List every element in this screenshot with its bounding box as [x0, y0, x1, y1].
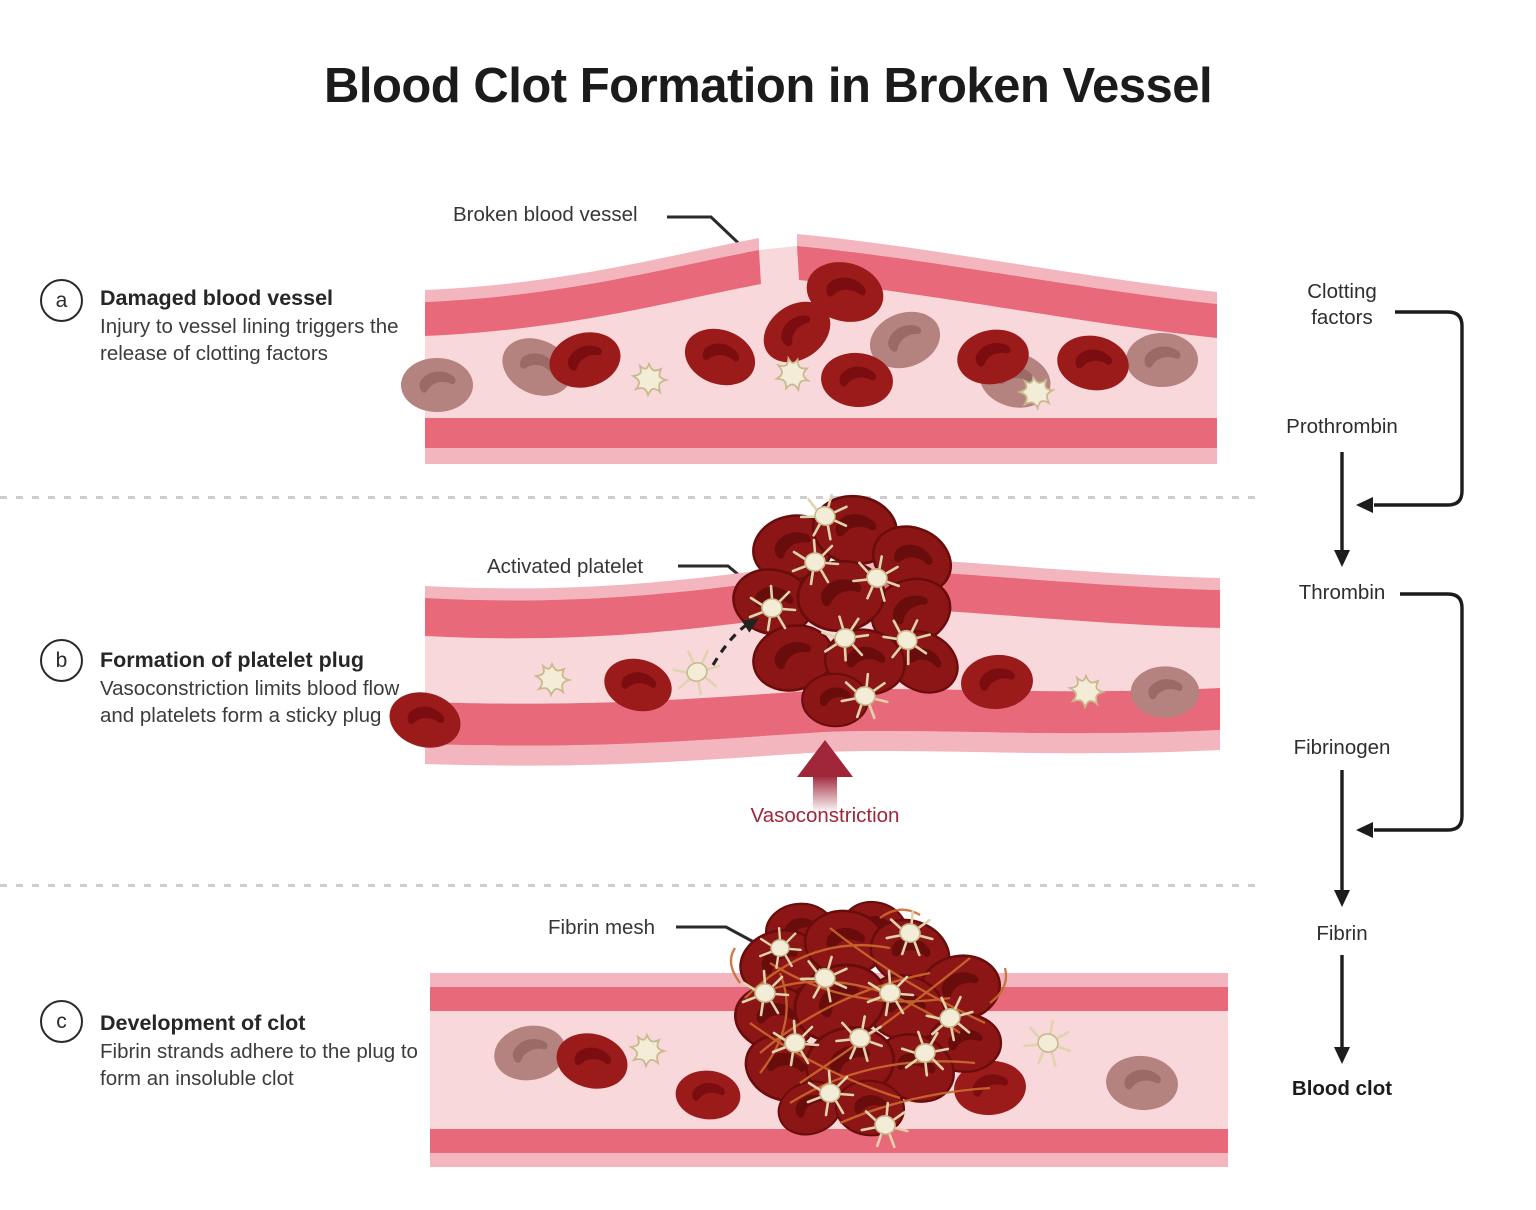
blood-cells — [383, 642, 1200, 756]
vessel-wall-bottom — [425, 688, 1220, 746]
step-marker-a: a — [40, 279, 83, 322]
platelet-path-arrow — [711, 618, 759, 666]
page-title: Blood Clot Formation in Broken Vessel — [323, 59, 1213, 113]
vasoconstriction-arrow — [797, 740, 853, 813]
vessel-lumen — [425, 610, 1220, 704]
arrowhead — [1334, 550, 1350, 567]
vessel-wall-broken-right — [797, 246, 1217, 338]
vessel-illustration-c — [430, 893, 1228, 1167]
fibrin-mesh-pointer — [676, 925, 792, 965]
section-divider-2 — [0, 884, 1256, 887]
vessel-outer-edge — [430, 1153, 1228, 1167]
activated-platelet-label: Activated platelet — [487, 555, 644, 578]
step-letter-c: c — [56, 1009, 67, 1033]
fibrin-mesh-label: Fibrin mesh — [548, 916, 656, 939]
cascade-node-clotting-factors: Clotting factors — [1307, 280, 1377, 329]
vessel-illustration-a — [401, 234, 1217, 464]
clotting-factors-arrow — [1374, 310, 1464, 507]
platelets — [632, 353, 1057, 412]
cascade-node-blood-clot: Blood clot — [1291, 1077, 1393, 1100]
vessel-lumen — [425, 246, 1217, 418]
step-heading-b: Formation of platelet plug — [100, 648, 364, 672]
vessel-outer-edge — [430, 973, 1228, 987]
vessel-wall-top — [425, 572, 1220, 639]
step-heading-a: Damaged blood vessel — [100, 286, 333, 310]
cascade-node-prothrombin: Prothrombin — [1286, 415, 1398, 438]
section-divider-1 — [0, 496, 1256, 499]
thrombin-arrow — [1374, 592, 1464, 832]
cascade-node-fibrinogen: Fibrinogen — [1293, 736, 1391, 759]
broken-vessel-label: Broken blood vessel — [453, 203, 638, 226]
vessel-outer-edge — [797, 234, 1217, 304]
step-description-c: Fibrin strands adhere to the plug to for… — [100, 1040, 418, 1090]
vessel-outer-edge — [425, 448, 1217, 464]
cascade-node-thrombin: Thrombin — [1298, 581, 1386, 604]
step-marker-b: b — [40, 639, 83, 682]
vessel-wall-bottom — [430, 1129, 1228, 1153]
blood-cells — [401, 253, 1198, 416]
step-marker-c: c — [40, 1000, 83, 1043]
arrowhead — [1356, 822, 1373, 838]
vessel-outer-edge — [425, 730, 1220, 766]
vessel-wall-top — [430, 987, 1228, 1011]
arrowhead — [1334, 890, 1350, 907]
step-description-a: Injury to vessel lining triggers the rel… — [100, 315, 399, 365]
arrowhead — [1334, 1047, 1350, 1064]
cascade-arrows — [1334, 310, 1464, 1064]
broken-vessel-pointer — [667, 215, 759, 263]
activated-platelet-pointer — [678, 564, 782, 612]
arrowhead — [1356, 497, 1373, 513]
step-letter-b: b — [55, 648, 68, 672]
cascade-node-fibrin: Fibrin — [1316, 922, 1368, 945]
vessel-illustration-b — [383, 486, 1220, 813]
step-description-b: Vasoconstriction limits blood flow and p… — [100, 677, 400, 727]
vessel-wall-bottom — [425, 418, 1217, 448]
blood-cells — [489, 1014, 1181, 1123]
vessel-lumen — [430, 1011, 1228, 1129]
vasoconstriction-label: Vasoconstriction — [750, 804, 900, 827]
step-letter-a: a — [55, 288, 68, 312]
step-heading-c: Development of clot — [100, 1011, 306, 1035]
